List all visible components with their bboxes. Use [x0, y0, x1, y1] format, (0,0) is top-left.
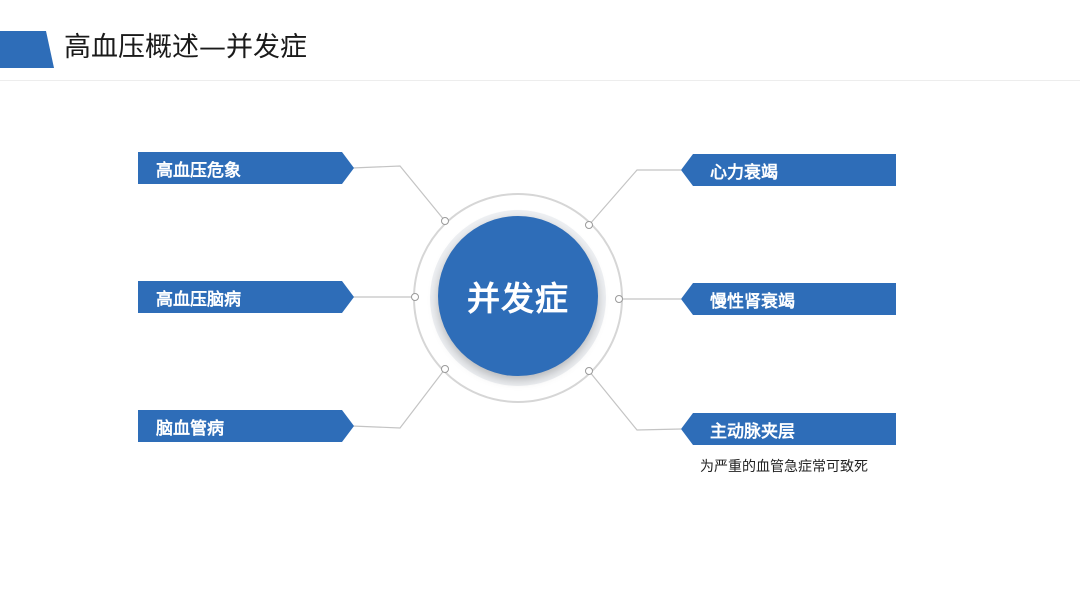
right-item-2-label: 慢性肾衰竭	[710, 291, 795, 312]
right-item-3-label: 主动脉夹层	[710, 421, 795, 442]
left-item-3-label: 脑血管病	[156, 418, 224, 439]
connector-left-top	[351, 165, 446, 222]
right-item-3-note: 为严重的血管急症常可致死	[700, 459, 868, 475]
center-label: 并发症	[467, 279, 569, 318]
page-title: 高血压概述—并发症	[64, 32, 307, 63]
left-item-1: 高血压危象	[138, 152, 354, 184]
ring-dot-left-top	[441, 217, 449, 225]
ring-dot-left-middle	[411, 293, 419, 301]
title-divider	[0, 80, 1080, 81]
left-item-3: 脑血管病	[138, 410, 354, 442]
right-item-3: 主动脉夹层	[681, 413, 896, 445]
center-node: 并发症	[438, 216, 598, 376]
right-item-2: 慢性肾衰竭	[681, 283, 896, 315]
ring-dot-right-bottom	[585, 367, 593, 375]
ring-dot-left-bottom	[441, 365, 449, 373]
ring-dot-right-top	[585, 221, 593, 229]
connector-right-bottom	[588, 370, 682, 431]
ring-dot-right-middle	[615, 295, 623, 303]
connector-left-bottom	[351, 368, 446, 429]
right-item-1-label: 心力衰竭	[710, 162, 778, 183]
left-item-1-label: 高血压危象	[156, 160, 241, 181]
connector-right-top	[588, 169, 681, 226]
right-item-1: 心力衰竭	[681, 154, 896, 186]
left-item-2-label: 高血压脑病	[156, 289, 241, 310]
left-item-2: 高血压脑病	[138, 281, 354, 313]
title-accent-bar	[0, 31, 54, 68]
